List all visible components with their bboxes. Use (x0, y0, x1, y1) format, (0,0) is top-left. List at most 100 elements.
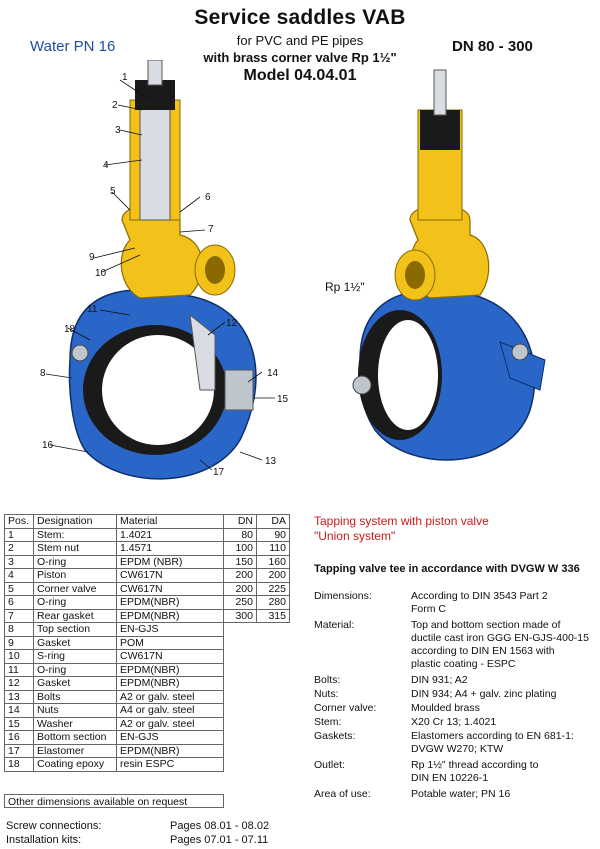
cell: 1 (4, 527, 34, 542)
spec-value: Elastomers according to EN 681-1: DVGW W… (411, 730, 597, 756)
empty-cell (224, 744, 290, 758)
cell: 13 (4, 689, 34, 704)
spec-value: X20 Cr 13; 1.4021 (411, 716, 597, 729)
cell: 225 (256, 581, 290, 596)
cell: Coating epoxy (33, 757, 117, 772)
pos-label-2: 2 (112, 100, 118, 111)
pos-label-17: 17 (213, 467, 225, 478)
cell: 1.4021 (116, 527, 224, 542)
cell: Stem: (33, 527, 117, 542)
col-pos: Pos. (4, 514, 34, 529)
page-title: Service saddles VAB (194, 6, 406, 29)
spec-line: According to DIN 3543 Part 2 (411, 590, 548, 602)
pos-label-15: 15 (277, 394, 289, 405)
tapping-system-note: Tapping system with piston valve "Union … (314, 514, 489, 544)
cell: 200 (223, 568, 257, 583)
spec-value: Moulded brass (411, 702, 597, 715)
cell: Bottom section (33, 730, 117, 745)
cell: EPDM(NBR) (116, 595, 224, 610)
cell: O-ring (33, 595, 117, 610)
pos-label-4: 4 (103, 160, 109, 171)
empty-cell (224, 731, 290, 745)
cell: 10 (4, 649, 34, 664)
cell: O-ring (33, 554, 117, 569)
pos-label-11: 11 (87, 304, 98, 315)
dn-range: DN 80 - 300 (452, 38, 533, 55)
footer-installation-kits-pages: Pages 07.01 - 07.11 (170, 834, 269, 846)
spec-line: X20 Cr 13; 1.4021 (411, 716, 497, 728)
cell: Gasket (33, 676, 117, 691)
spec-key: Dimensions: (314, 590, 372, 602)
cell: Corner valve (33, 581, 117, 596)
cell: Elastomer (33, 743, 117, 758)
other-dimensions-note: Other dimensions available on request (4, 794, 224, 808)
footer-installation-kits-label: Installation kits: (6, 834, 82, 846)
empty-cell (224, 690, 290, 704)
col-dn: DN (223, 514, 257, 529)
spec-key: Outlet: (314, 759, 345, 771)
cell: EN-GJS (116, 730, 224, 745)
pos-label-9: 9 (89, 252, 95, 263)
cell: 200 (256, 568, 290, 583)
col-material: Material (116, 514, 224, 529)
spec-key: Bolts: (314, 674, 341, 686)
empty-cell (224, 704, 290, 718)
spec-value: According to DIN 3543 Part 2 Form C (411, 590, 597, 616)
spec-line: plastic coating - ESPC (411, 658, 516, 670)
spec-value: DIN 934; A4 + galv. zinc plating (411, 688, 597, 701)
cell: 15 (4, 716, 34, 731)
cell: 6 (4, 595, 34, 610)
pos-label-1: 1 (122, 72, 128, 83)
cell: 16 (4, 730, 34, 745)
exterior-illustration (352, 69, 546, 461)
subtitle-valve: with brass corner valve Rp 1½" (203, 50, 397, 65)
outlet-rp-label: Rp 1½" (325, 280, 365, 294)
pos-label-16: 16 (42, 440, 54, 451)
spec-key: Nuts: (314, 688, 339, 700)
cell: EPDM(NBR) (116, 743, 224, 758)
pos-label-13: 13 (265, 456, 277, 467)
cell: Stem nut (33, 541, 117, 556)
spec-key: Area of use: (314, 788, 371, 800)
cell: A2 or galv. steel (116, 716, 224, 731)
spec-line: DIN 934; A4 + galv. zinc plating (411, 688, 557, 700)
cell: EPDM(NBR) (116, 676, 224, 691)
spec-heading: Tapping valve tee in accordance with DVG… (314, 563, 580, 575)
spec-line: Rp 1½" thread according to (411, 759, 539, 771)
spec-line: Top and bottom section made of (411, 619, 561, 631)
empty-cell (224, 636, 290, 650)
spec-key: Corner valve: (314, 702, 377, 714)
empty-cell (224, 717, 290, 731)
cell: 110 (256, 541, 290, 556)
footer-screw-connections-label: Screw connections: (6, 820, 102, 832)
spec-line: Potable water; PN 16 (411, 788, 511, 800)
pos-label-12: 12 (226, 318, 238, 329)
subtitle: for PVC and PE pipes (236, 33, 364, 48)
cell: EN-GJS (116, 622, 224, 637)
cell: Bolts (33, 689, 117, 704)
empty-cell (224, 677, 290, 691)
cell: Washer (33, 716, 117, 731)
cell: CW617N (116, 581, 224, 596)
cell: CW617N (116, 568, 224, 583)
cell: 9 (4, 635, 34, 650)
pos-label-10: 10 (95, 268, 107, 279)
cell: CW617N (116, 649, 224, 664)
cell: 90 (256, 527, 290, 542)
water-rating: Water PN 16 (30, 38, 116, 55)
cell: POM (116, 635, 224, 650)
cell: 11 (4, 662, 34, 677)
cell: Nuts (33, 703, 117, 718)
